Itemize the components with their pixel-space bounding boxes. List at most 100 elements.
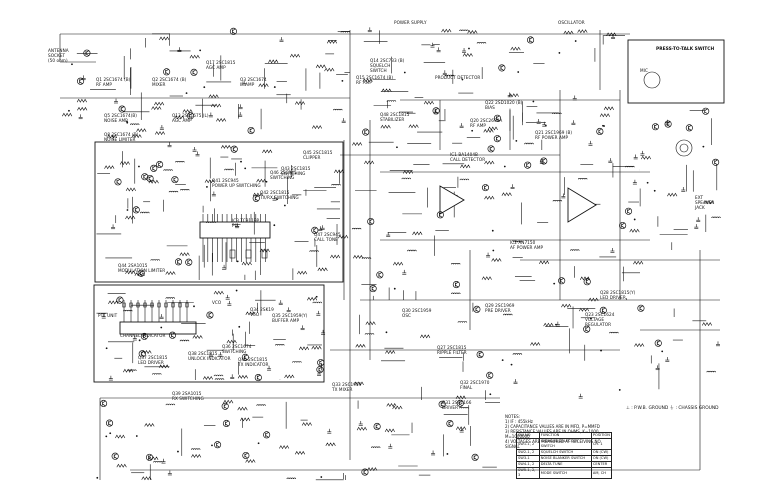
transistor-collector [177, 258, 181, 262]
label-line: MODULATION LIMITER [118, 268, 166, 273]
transistor-emitter [364, 132, 368, 135]
resistor [324, 67, 335, 72]
transistor-body [498, 64, 506, 72]
resistor [588, 297, 599, 302]
transistor-collector [244, 452, 249, 456]
table-row: SW2-1, 2 SQUELCH SWITCH ON (CW) [516, 449, 613, 456]
inductor [552, 112, 562, 115]
led-segment [136, 302, 140, 308]
inductor [711, 216, 721, 219]
resistor [284, 374, 295, 379]
label-line: Q35 2SC1959(Y) [272, 313, 308, 318]
inductor [153, 461, 163, 463]
resistor [62, 112, 73, 117]
junction-dot [236, 260, 239, 263]
transistor-body [367, 217, 375, 226]
label-line: Q20 2SC2690A [470, 118, 503, 123]
inductor [168, 190, 179, 193]
transistor-body [702, 107, 710, 115]
label-line: RF AMP [356, 80, 372, 85]
transistor-emitter [257, 377, 261, 381]
label-line: TX INDICATOR [238, 362, 269, 367]
transistor-emitter [488, 375, 492, 379]
inductor [609, 331, 619, 334]
junction-dot [544, 124, 547, 127]
resistor [136, 128, 147, 133]
transistor-body [317, 359, 325, 367]
label-line: JACK [695, 205, 705, 210]
junction-dot [283, 204, 286, 207]
junction-dot [244, 167, 247, 170]
transistor-emitter [143, 336, 147, 340]
transistor-emitter [102, 403, 106, 407]
notes-title: NOTES: [505, 414, 520, 419]
label-pwr: POWER SUPPLY [394, 20, 427, 25]
resistor [539, 260, 550, 265]
label-q35: Q35 2SC1959(Y)BUFFER AMP [272, 313, 307, 323]
resistor [326, 39, 338, 44]
resistor [483, 128, 494, 133]
transistor-emitter [120, 109, 125, 112]
transistor-emitter [598, 131, 603, 135]
inductor [570, 249, 580, 251]
transistor-emitter [542, 161, 546, 164]
transistor-body [214, 441, 222, 449]
transistor-collector [244, 354, 248, 358]
transistor-emitter [249, 130, 254, 134]
inductor [459, 178, 470, 181]
transistor-emitter [313, 230, 317, 234]
resistor [141, 476, 152, 481]
transistor-collector [257, 374, 261, 378]
resistor [353, 254, 364, 259]
transistor-emitter [459, 403, 463, 407]
label-line: Q23 2SC1624 [585, 312, 615, 317]
junction-dot [238, 325, 241, 328]
resistor [144, 422, 155, 428]
led-segment [178, 302, 182, 308]
resistor [154, 131, 166, 136]
transistor-emitter [704, 111, 708, 115]
transistor-body [493, 114, 501, 122]
transistor-collector [216, 441, 220, 445]
transistor-collector [484, 184, 488, 188]
inductor [213, 374, 224, 377]
transistor-body [145, 453, 154, 461]
inductor [457, 321, 468, 323]
transistor-emitter [192, 72, 197, 76]
transistor-body [362, 128, 370, 136]
junction-dot [602, 124, 604, 127]
label-line: MIXER [152, 82, 166, 87]
transistor-emitter [135, 210, 139, 213]
transistor-collector [152, 165, 156, 169]
label-line: IC3 TC9119P [232, 218, 260, 223]
junction-dot [468, 47, 470, 50]
resistor [393, 261, 404, 266]
transistor-body [481, 184, 490, 192]
transistor-body [229, 27, 237, 35]
junction-dot [273, 224, 276, 227]
resistor [240, 417, 251, 422]
resistor [116, 463, 127, 468]
transistor-emitter [255, 198, 259, 202]
inductor [256, 404, 266, 406]
label-line: Q36 2SC1674 [222, 344, 252, 349]
transistor-emitter [478, 354, 483, 358]
junction-dot [653, 189, 656, 192]
transistor-body [146, 174, 154, 183]
junction-dot [646, 181, 649, 184]
transistor-body [619, 221, 627, 230]
transistor-body [524, 161, 532, 169]
label-line: SWITCHING [222, 349, 247, 354]
inductor [351, 227, 362, 230]
transistor-body [456, 399, 464, 407]
led-segment [171, 302, 175, 308]
notes-line: 2) CAPACITANCE VALUES ARE IN MFD, P=MMFD [505, 424, 600, 429]
transistor-emitter [657, 343, 661, 347]
label-line: Q46 2SC945 [270, 170, 297, 175]
junction-dot [96, 476, 99, 479]
transistor-body [150, 164, 158, 172]
